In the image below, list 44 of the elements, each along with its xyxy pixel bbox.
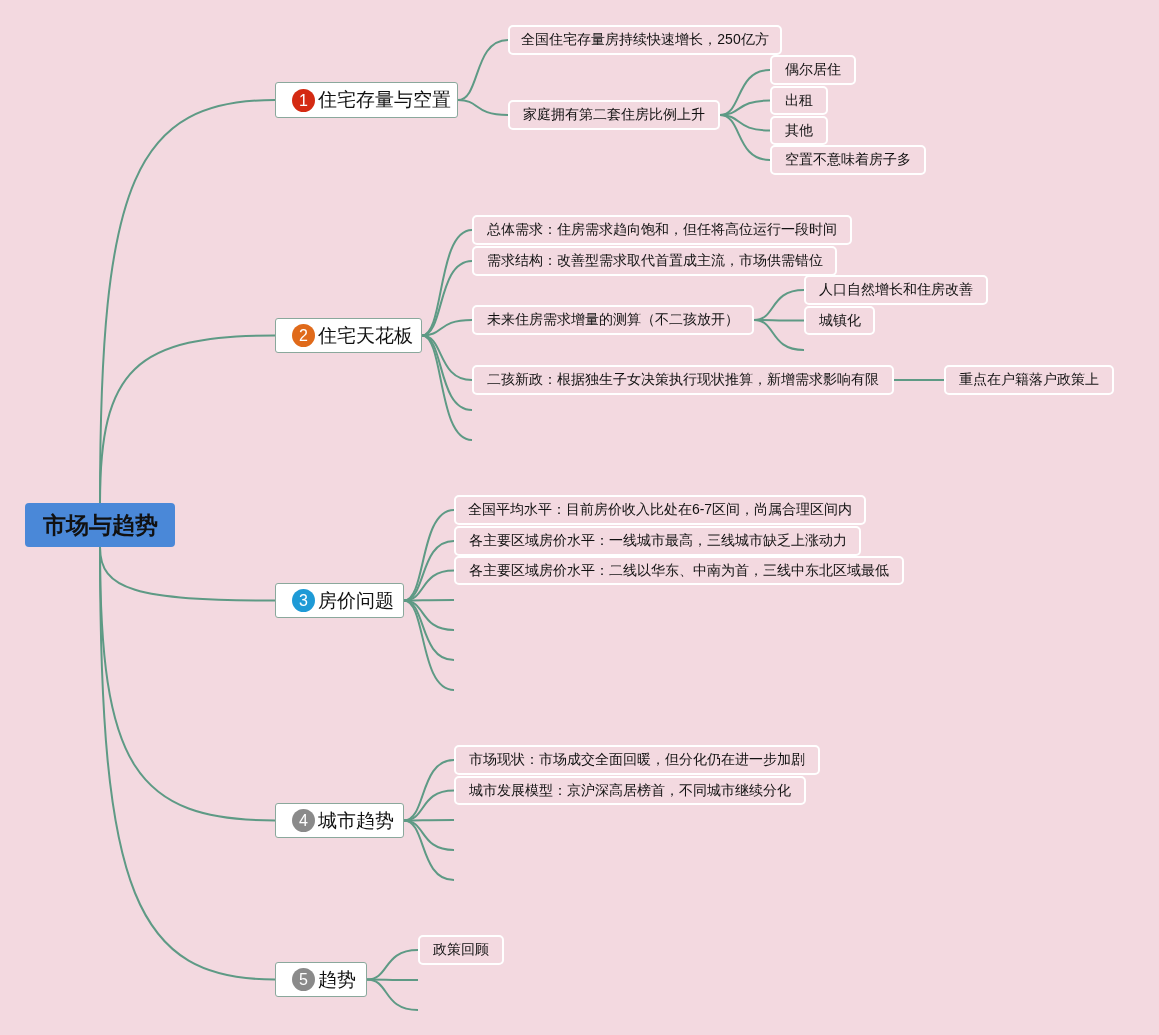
number-badge: 1 (292, 88, 315, 112)
subtopic-box: 人口自然增长和住房改善 (804, 275, 988, 305)
branch-line (366, 978, 419, 1011)
subtopic-box: 空置不意味着房子多 (770, 145, 926, 175)
topic-box (275, 318, 422, 353)
topic-title: 住宅存量与空置 (318, 88, 451, 112)
topic-title: 房价问题 (318, 588, 394, 613)
branch-line (403, 819, 455, 881)
topic-title: 趋势 (318, 967, 356, 992)
branch-line (403, 599, 455, 691)
subtopic-box: 全国住宅存量房持续快速增长，250亿方 (508, 25, 782, 55)
branch-line (753, 319, 805, 351)
subtopic-box: 未来住房需求增量的测算（不二孩放开） (472, 305, 754, 335)
branch-line (719, 114, 771, 161)
topic-box (275, 82, 458, 118)
branch-line (457, 99, 509, 116)
subtopic-box: 家庭拥有第二套住房比例上升 (508, 100, 720, 130)
number-badge: 4 (292, 809, 315, 832)
subtopic-box: 二孩新政：根据独生子女决策执行现状推算，新增需求影响有限 (472, 365, 894, 395)
topic-box (275, 803, 404, 838)
branch-line (366, 949, 419, 981)
branch-line (893, 379, 945, 381)
number-badge: 5 (292, 968, 315, 991)
subtopic-box: 需求结构：改善型需求取代首置成主流，市场供需错位 (472, 246, 837, 276)
subtopic-box: 出租 (770, 86, 828, 115)
subtopic-box: 城镇化 (804, 306, 875, 335)
subtopic-box: 政策回顾 (418, 935, 504, 965)
subtopic-box: 重点在户籍落户政策上 (944, 365, 1114, 395)
subtopic-box: 全国平均水平：目前房价收入比处在6-7区间，尚属合理区间内 (454, 495, 866, 525)
subtopic-box: 市场现状：市场成交全面回暖，但分化仍在进一步加剧 (454, 745, 820, 775)
topic-title: 城市趋势 (318, 808, 394, 833)
subtopic-box: 偶尔居住 (770, 55, 856, 85)
subtopic-box: 各主要区域房价水平：一线城市最高，三线城市缺乏上涨动力 (454, 526, 861, 556)
number-badge: 2 (292, 324, 315, 347)
topic-box (275, 962, 367, 997)
subtopic-box: 各主要区域房价水平：二线以华东、中南为首，三线中东北区域最低 (454, 556, 904, 585)
topic-title: 住宅天花板 (318, 323, 413, 348)
subtopic-box: 其他 (770, 116, 828, 145)
topic-box (275, 583, 404, 618)
branch-line (421, 334, 473, 441)
central-topic-box: 市场与趋势 (25, 503, 175, 547)
subtopic-box: 城市发展模型：京沪深高居榜首，不同城市继续分化 (454, 776, 806, 805)
number-badge: 3 (292, 589, 315, 612)
subtopic-box: 总体需求：住房需求趋向饱和，但任将高位运行一段时间 (472, 215, 852, 245)
